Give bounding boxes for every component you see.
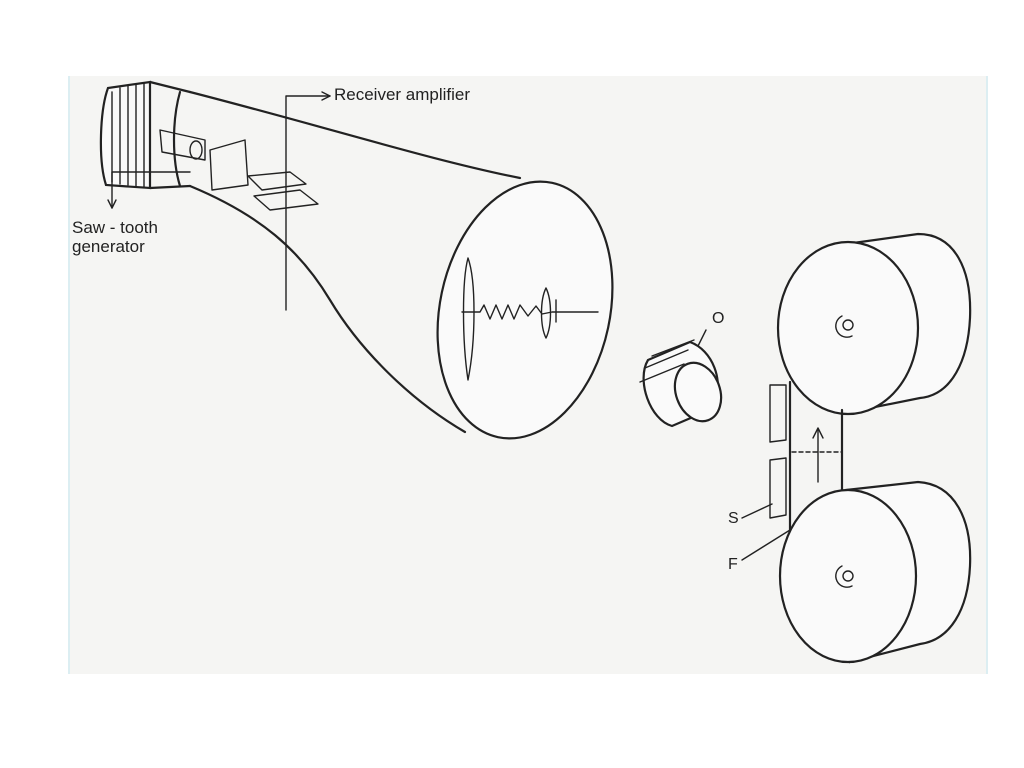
crt-tube bbox=[99, 80, 614, 440]
label-f: F bbox=[728, 556, 738, 573]
label-s: S bbox=[728, 510, 739, 527]
film-drum-top bbox=[776, 232, 972, 416]
label-generator: generator bbox=[72, 237, 145, 256]
echo-pulse-right bbox=[540, 287, 552, 339]
vertical-plates bbox=[209, 139, 249, 191]
horizontal-plate-bottom bbox=[253, 189, 319, 211]
label-o: O bbox=[712, 310, 725, 327]
receiver-leader bbox=[285, 95, 331, 311]
film-strip bbox=[741, 380, 844, 561]
label-receiver-amplifier: Receiver amplifier bbox=[334, 85, 471, 104]
lens-o bbox=[639, 329, 723, 428]
s-leader bbox=[741, 503, 773, 519]
f-leader bbox=[741, 529, 791, 561]
crt-screen bbox=[436, 180, 614, 440]
film-drum-bottom bbox=[778, 480, 972, 664]
slit-lower bbox=[769, 457, 787, 519]
knurled-ring bbox=[111, 82, 145, 188]
horizontal-plate-top bbox=[247, 171, 307, 191]
slit-upper bbox=[769, 384, 787, 443]
echo-pulse-left bbox=[462, 257, 475, 381]
label-saw-tooth: Saw - tooth bbox=[72, 218, 158, 237]
sawtooth-leader bbox=[111, 171, 191, 209]
